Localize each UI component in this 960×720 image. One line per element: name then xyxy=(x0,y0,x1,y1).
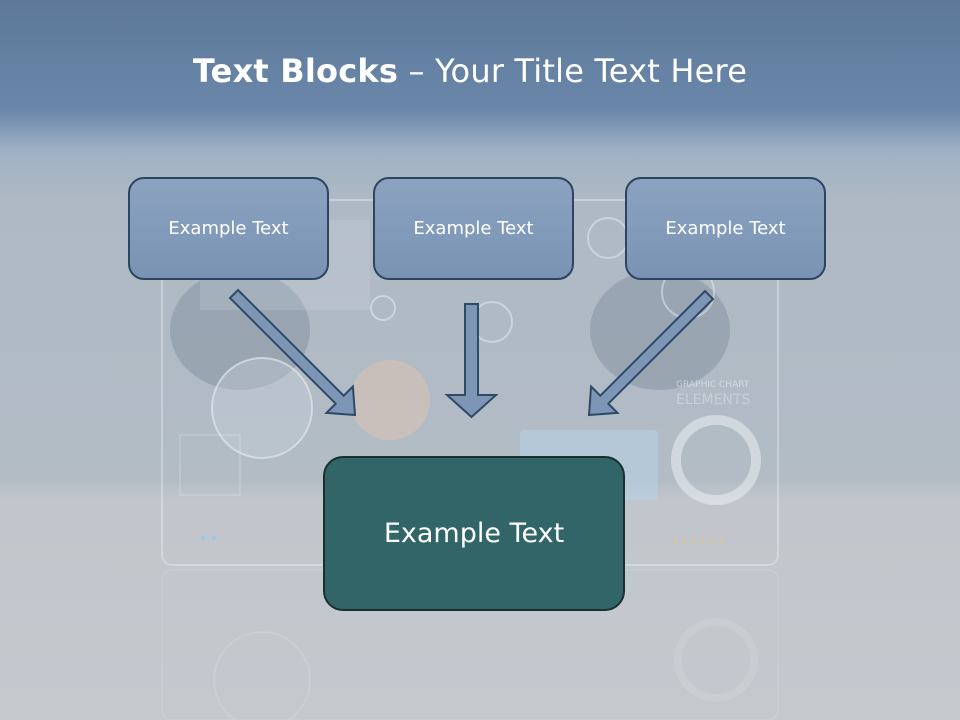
text-block-1-label: Example Text xyxy=(168,218,289,239)
slide-title: Text Blocks – Your Title Text Here xyxy=(0,52,940,90)
indicator-dot xyxy=(212,536,216,540)
title-rest: Your Title Text Here xyxy=(435,52,748,90)
elements-label: ELEMENTS xyxy=(676,392,750,408)
globe-outline xyxy=(211,357,313,459)
text-block-3-label: Example Text xyxy=(665,218,786,239)
ring-chart-graphic xyxy=(671,415,761,505)
arrow-left-icon xyxy=(228,288,357,417)
text-block-2[interactable]: Example Text xyxy=(373,177,574,280)
arrow-down-icon xyxy=(444,303,499,419)
light-glow xyxy=(350,360,430,440)
title-dash: – xyxy=(398,52,436,90)
indicator-dot xyxy=(692,539,696,543)
indicator-dot xyxy=(701,539,705,543)
text-block-1[interactable]: Example Text xyxy=(128,177,329,280)
line-chart-graphic xyxy=(179,434,241,496)
indicator-dot xyxy=(201,536,205,540)
arrow-right-icon xyxy=(587,289,715,417)
indicator-dot xyxy=(683,539,687,543)
globe-reflection xyxy=(213,631,311,720)
indicator-dot xyxy=(710,539,714,543)
graphic-chart-label: GRAPHIC CHART xyxy=(676,380,750,390)
indicator-dot xyxy=(674,539,678,543)
title-bold: Text Blocks xyxy=(192,52,399,90)
indicator-dot xyxy=(719,539,723,543)
ring-chart-reflection xyxy=(674,618,758,702)
text-block-3[interactable]: Example Text xyxy=(625,177,826,280)
main-text-block[interactable]: Example Text xyxy=(323,456,625,611)
text-block-2-label: Example Text xyxy=(413,218,534,239)
globe-graphic xyxy=(212,358,312,458)
globe-small-icon xyxy=(370,295,396,321)
main-text-block-label: Example Text xyxy=(383,518,565,549)
